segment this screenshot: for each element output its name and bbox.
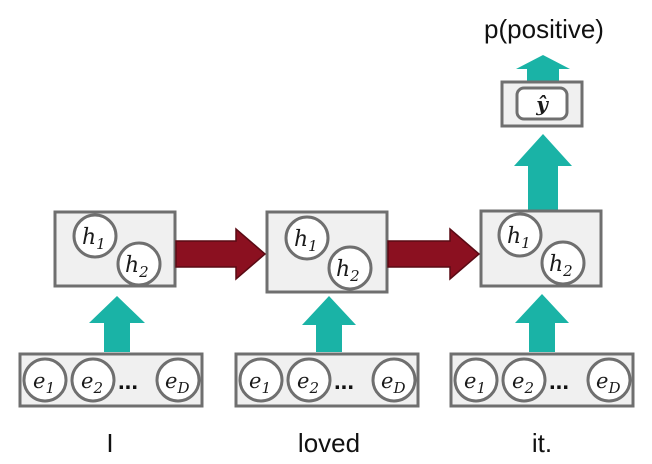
svg-text:h1: h1 bbox=[82, 225, 106, 253]
svg-text:e1: e1 bbox=[249, 369, 271, 397]
svg-text:e2: e2 bbox=[512, 369, 534, 397]
recurrent-arrow-2 bbox=[387, 227, 481, 281]
svg-text:...: ... bbox=[118, 368, 138, 395]
word-1: I bbox=[106, 428, 113, 458]
hidden-state-2: h1 h2 bbox=[265, 210, 389, 294]
embedding-1: e1 e2 ... eD bbox=[18, 352, 204, 408]
hidden-state-1: h1 h2 bbox=[53, 210, 177, 288]
input-arrow-1 bbox=[89, 296, 145, 352]
output-label: p(positive) bbox=[484, 14, 604, 44]
svg-text:eD: eD bbox=[381, 369, 405, 397]
output-up-arrow bbox=[516, 55, 570, 82]
svg-text:e1: e1 bbox=[464, 369, 486, 397]
embedding-3: e1 e2 ... eD bbox=[449, 352, 635, 408]
svg-text:eD: eD bbox=[596, 369, 620, 397]
svg-text:h1: h1 bbox=[294, 227, 318, 255]
svg-text:h2: h2 bbox=[336, 257, 360, 285]
svg-text:e2: e2 bbox=[81, 369, 103, 397]
svg-text:eD: eD bbox=[165, 369, 189, 397]
svg-text:e2: e2 bbox=[297, 369, 319, 397]
recurrent-arrow-1 bbox=[175, 227, 267, 281]
svg-text:...: ... bbox=[334, 368, 354, 395]
svg-text:...: ... bbox=[549, 368, 569, 395]
svg-text:h1: h1 bbox=[507, 224, 531, 252]
hidden-state-3: h1 h2 bbox=[479, 209, 603, 288]
word-3: it. bbox=[532, 428, 552, 458]
output-box: ŷ bbox=[500, 80, 584, 128]
yhat-label: ŷ bbox=[535, 92, 549, 116]
input-arrow-3 bbox=[515, 294, 569, 352]
hidden3-to-output-arrow bbox=[514, 134, 572, 211]
svg-text:h2: h2 bbox=[549, 252, 573, 280]
embedding-2: e1 e2 ... eD bbox=[234, 352, 420, 408]
word-2: loved bbox=[298, 428, 360, 458]
svg-text:h2: h2 bbox=[125, 253, 149, 281]
input-arrow-2 bbox=[302, 296, 356, 352]
svg-text:e1: e1 bbox=[33, 369, 55, 397]
